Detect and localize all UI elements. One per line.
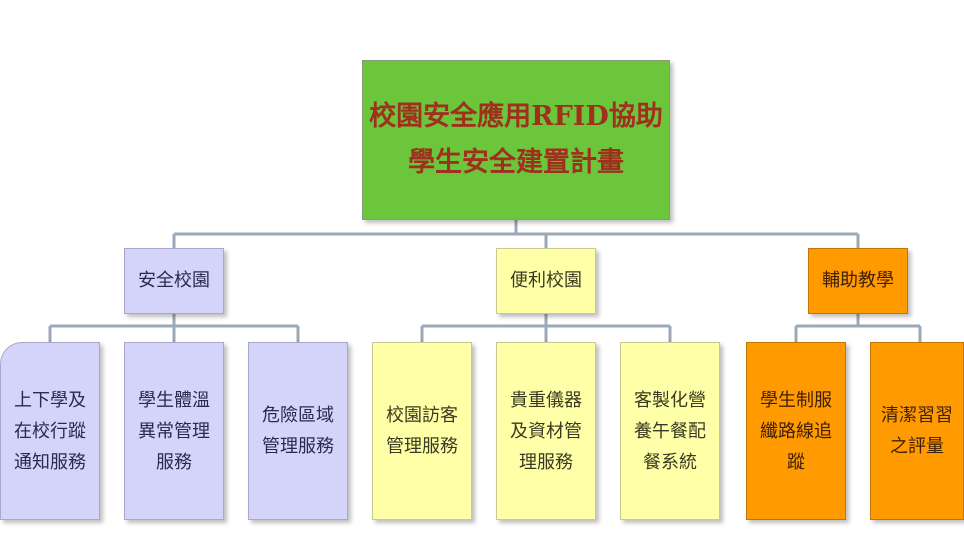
category-label: 安全校園 (138, 270, 210, 291)
leaf-lunch-system: 客製化營 養午餐配 餐系統 (620, 342, 720, 520)
category-label: 便利校園 (510, 270, 582, 291)
leaf-label: 學生體溫 異常管理 服務 (138, 389, 210, 473)
leaf-label: 客製化營 養午餐配 餐系統 (634, 389, 706, 473)
leaf-uniform-tracking: 學生制服 纖路線追 蹤 (746, 342, 846, 520)
category-assisted-teaching: 輔助教學 (808, 248, 908, 314)
leaf-attendance-notification: 上下學及 在校行蹤 通知服務 (0, 342, 100, 520)
leaf-cleaning-assessment: 清潔習習 之評量 (870, 342, 964, 520)
category-label: 輔助教學 (822, 270, 894, 291)
leaf-temperature-management: 學生體溫 異常管理 服務 (124, 342, 224, 520)
category-safe-campus: 安全校園 (124, 248, 224, 314)
leaf-label: 學生制服 纖路線追 蹤 (760, 389, 832, 473)
leaf-label: 校園訪客 管理服務 (386, 405, 458, 457)
leaf-equipment-management: 貴重儀器 及資材管 理服務 (496, 342, 596, 520)
root-title: 校園安全應用RFID協助 學生安全建置計畫 (369, 101, 663, 178)
leaf-label: 清潔習習 之評量 (881, 405, 953, 457)
leaf-danger-zone-management: 危險區域 管理服務 (248, 342, 348, 520)
category-convenient-campus: 便利校園 (496, 248, 596, 314)
leaf-label: 貴重儀器 及資材管 理服務 (510, 389, 582, 473)
leaf-label: 上下學及 在校行蹤 通知服務 (14, 389, 86, 473)
leaf-visitor-management: 校園訪客 管理服務 (372, 342, 472, 520)
leaf-label: 危險區域 管理服務 (262, 405, 334, 457)
root-node: 校園安全應用RFID協助 學生安全建置計畫 (362, 60, 670, 220)
